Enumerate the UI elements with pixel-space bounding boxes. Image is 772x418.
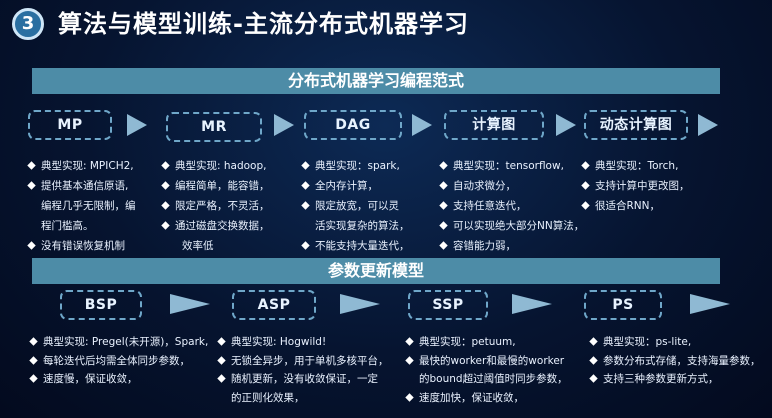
list-item: 典型实现：spark, [302,156,410,176]
list-item: 支持任意迭代， [440,196,584,216]
list-item: 编程简单，能容错， [162,176,270,196]
list-item: 可以实现绝大部分NN算法， [440,216,584,236]
update-list-ps: 典型实现：ps-lite, 参数分布式存储，支持海量参数， 支持三种参数更新方式… [590,333,761,389]
list-item-continuation: 编程几乎无限制，编 [41,200,136,212]
paradigm-box-dag: DAG [304,110,402,140]
paradigm-box-mp: MP [28,110,112,140]
list-item: 通过磁盘交换数据， [162,216,270,236]
list-item: 典型实现：ps-lite, [590,333,761,352]
paradigm-list-computation-graph: 典型实现：tensorflow, 自动求微分， 支持任意迭代， 可以实现绝大部分… [440,156,584,256]
page-title: 算法与模型训练-主流分布式机器学习 [58,10,469,38]
flow-arrow-icon [170,294,210,314]
list-item: 全内存计算， [302,176,410,196]
list-item: 很适合RNN， [582,196,690,216]
list-item: 典型实现: MPICH2, [28,156,136,176]
paradigm-list-mr: 典型实现: hadoop, 编程简单，能容错， 限定严格，不灵活， 通过磁盘交换… [162,156,270,256]
list-item: 容错能力弱， [440,236,584,256]
list-item: 随机更新，没有收敛保证，一定 [218,370,389,389]
paradigm-box-dynamic-graph: 动态计算图 [584,110,688,140]
list-item: 无锁全异步，用于单机多核平台， [218,352,389,371]
update-models-section-bar: 参数更新模型 [32,258,720,284]
paradigm-box-computation-graph: 计算图 [444,110,544,140]
list-item: 速度慢，保证收敛， [30,370,208,389]
update-list-bsp: 典型实现: Pregel(未开源)，Spark, 每轮迭代后均需全体同步参数， … [30,333,208,389]
list-item: 典型实现: Hogwild! [218,333,389,352]
flow-arrow-icon [690,294,730,314]
list-item-continuation: 效率低 [182,240,214,252]
list-item: 典型实现：tensorflow, [440,156,584,176]
list-item-continuation: 程门槛高。 [41,220,94,232]
flow-arrow-icon [127,114,147,136]
flow-arrow-icon [340,294,380,314]
list-item: 支持三种参数更新方式， [590,370,761,389]
update-box-ps: PS [584,290,662,320]
section-number-badge: 3 [12,8,44,40]
paradigms-section-bar: 分布式机器学习编程范式 [32,68,720,94]
list-item: 典型实现: hadoop, [162,156,270,176]
list-item: 限定放宽，可以灵 [302,196,410,216]
update-box-ssp: SSP [408,290,488,320]
list-item: 最快的worker和最慢的worker [406,352,568,371]
list-item: 典型实现: Pregel(未开源)，Spark, [30,333,208,352]
list-item: 自动求微分， [440,176,584,196]
flow-arrow-icon [274,114,294,136]
flow-arrow-icon [512,294,552,314]
paradigm-list-dag: 典型实现：spark, 全内存计算， 限定放宽，可以灵 活实现复杂的算法， 不能… [302,156,410,256]
update-list-asp: 典型实现: Hogwild! 无锁全异步，用于单机多核平台， 随机更新，没有收敛… [218,333,389,407]
list-item: 典型实现：Torch, [582,156,690,176]
list-item: 支持计算中更改图， [582,176,690,196]
update-list-ssp: 典型实现：petuum, 最快的worker和最慢的worker 的bound超… [406,333,568,407]
flow-arrow-icon [412,114,432,136]
list-item-continuation: 的bound超过阈值时同步参数， [419,373,568,385]
list-item: 每轮迭代后均需全体同步参数， [30,352,208,371]
flow-arrow-icon [556,114,576,136]
list-item: 限定严格，不灵活， [162,196,270,216]
list-item: 不能支持大量迭代， [302,236,410,256]
paradigm-box-mr: MR [166,112,262,142]
list-item: 提供基本通信原语, [28,176,136,196]
paradigm-list-dynamic-graph: 典型实现：Torch, 支持计算中更改图， 很适合RNN， [582,156,690,216]
paradigm-list-mp: 典型实现: MPICH2, 提供基本通信原语, 编程几乎无限制，编 程门槛高。 … [28,156,136,256]
list-item-continuation: 活实现复杂的算法， [315,220,410,232]
update-box-bsp: BSP [60,290,142,320]
update-box-asp: ASP [232,290,316,320]
list-item: 典型实现：petuum, [406,333,568,352]
list-item: 参数分布式存储，支持海量参数， [590,352,761,371]
list-item: 没有错误恢复机制 [28,236,136,256]
list-item: 速度加快，保证收敛， [406,389,568,408]
flow-arrow-icon [698,114,718,136]
list-item-continuation: 的正则化效果， [231,391,305,404]
